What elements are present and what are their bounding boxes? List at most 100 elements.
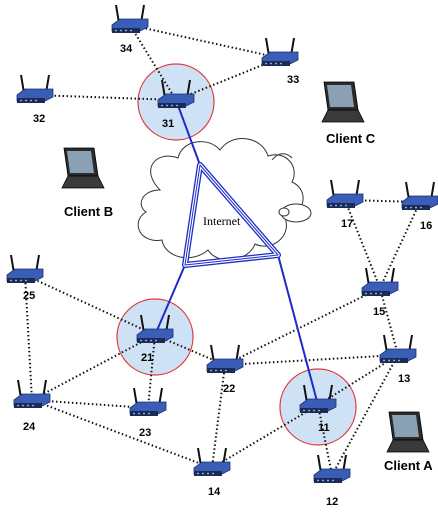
router-13: 13 xyxy=(379,334,417,385)
internet-cloud: Internet xyxy=(137,138,312,261)
router-25: 25 xyxy=(6,254,44,302)
led-indicator xyxy=(375,292,377,295)
router-17: 17 xyxy=(326,179,364,230)
led-indicator xyxy=(410,206,412,209)
led-indicator xyxy=(393,359,395,362)
cloud-shape xyxy=(137,138,304,261)
laptop-screen xyxy=(392,415,419,437)
led-indicator xyxy=(415,206,417,209)
led-indicator xyxy=(210,369,212,372)
led-indicator xyxy=(17,404,19,407)
laptop-keyboard xyxy=(61,175,105,189)
router-label: 15 xyxy=(373,306,385,318)
wireless-link xyxy=(331,354,399,476)
router-12: 12 xyxy=(313,454,351,508)
led-indicator xyxy=(130,29,132,32)
router-24: 24 xyxy=(13,379,51,433)
led-indicator xyxy=(420,206,422,209)
wireless-link xyxy=(211,364,226,469)
cloud-puff-small xyxy=(278,207,290,217)
wireless-link xyxy=(224,287,381,366)
router-16: 16 xyxy=(401,181,438,232)
led-indicator xyxy=(145,339,147,342)
led-indicator xyxy=(115,29,117,32)
led-indicator xyxy=(166,104,168,107)
led-indicator xyxy=(120,29,122,32)
led-indicator xyxy=(35,99,37,102)
client-label: Client B xyxy=(64,204,113,219)
router-label: 31 xyxy=(162,118,174,130)
router-label: 23 xyxy=(139,427,151,439)
wireless-link xyxy=(379,287,399,356)
led-indicator xyxy=(388,359,390,362)
led-indicator xyxy=(20,99,22,102)
led-indicator xyxy=(405,206,407,209)
wireless-link xyxy=(379,201,421,289)
led-indicator xyxy=(308,409,310,412)
led-indicator xyxy=(398,359,400,362)
backbone-inner xyxy=(184,164,279,266)
led-indicator xyxy=(270,62,272,65)
led-indicator xyxy=(27,404,29,407)
led-indicator xyxy=(161,104,163,107)
led-indicator xyxy=(125,29,127,32)
led-indicator xyxy=(318,409,320,412)
client-clientB xyxy=(61,147,105,189)
client-label: Client A xyxy=(384,458,433,473)
wired-uplink xyxy=(277,254,319,406)
router-34: 34 xyxy=(111,4,149,55)
led-indicator xyxy=(335,204,337,207)
led-indicator xyxy=(280,62,282,65)
router-label: 11 xyxy=(318,422,330,434)
wired-uplink xyxy=(175,99,201,166)
cloud-label: Internet xyxy=(203,214,241,228)
led-indicator xyxy=(225,369,227,372)
wireless-link xyxy=(31,399,149,409)
led-indicator xyxy=(155,339,157,342)
laptop-screen xyxy=(67,151,94,173)
router-label: 25 xyxy=(23,290,35,302)
led-indicator xyxy=(32,404,34,407)
led-indicator xyxy=(303,409,305,412)
led-indicator xyxy=(140,339,142,342)
led-indicator xyxy=(150,339,152,342)
router-label: 14 xyxy=(208,486,221,498)
led-indicator xyxy=(207,472,209,475)
router-label: 21 xyxy=(141,352,153,364)
wireless-link xyxy=(344,199,381,289)
led-indicator xyxy=(332,479,334,482)
wireless-link xyxy=(129,24,281,59)
router-14: 14 xyxy=(193,447,231,498)
led-indicator xyxy=(220,369,222,372)
led-indicator xyxy=(215,369,217,372)
router-11: 11 xyxy=(299,384,337,434)
led-indicator xyxy=(176,104,178,107)
led-indicator xyxy=(148,412,150,415)
wireless-link xyxy=(147,334,156,409)
led-indicator xyxy=(330,204,332,207)
led-indicator xyxy=(143,412,145,415)
led-indicator xyxy=(202,472,204,475)
laptop-keyboard xyxy=(386,439,430,453)
router-22: 22 xyxy=(206,344,244,395)
led-indicator xyxy=(138,412,140,415)
internet-backbone-triangle xyxy=(182,162,281,268)
led-indicator xyxy=(212,472,214,475)
led-indicator xyxy=(197,472,199,475)
laptop-keyboard xyxy=(321,109,365,123)
router-label: 22 xyxy=(223,383,235,395)
router-label: 33 xyxy=(287,74,299,86)
router-label: 32 xyxy=(33,113,45,125)
led-indicator xyxy=(383,359,385,362)
router-label: 34 xyxy=(120,43,133,55)
led-indicator xyxy=(15,279,17,282)
led-indicator xyxy=(22,404,24,407)
wired-uplink xyxy=(154,264,186,336)
led-indicator xyxy=(25,279,27,282)
router-label: 17 xyxy=(341,218,353,230)
client-clientA xyxy=(386,411,430,453)
wireless-link xyxy=(24,274,33,401)
router-15: 15 xyxy=(361,267,399,318)
led-indicator xyxy=(340,204,342,207)
